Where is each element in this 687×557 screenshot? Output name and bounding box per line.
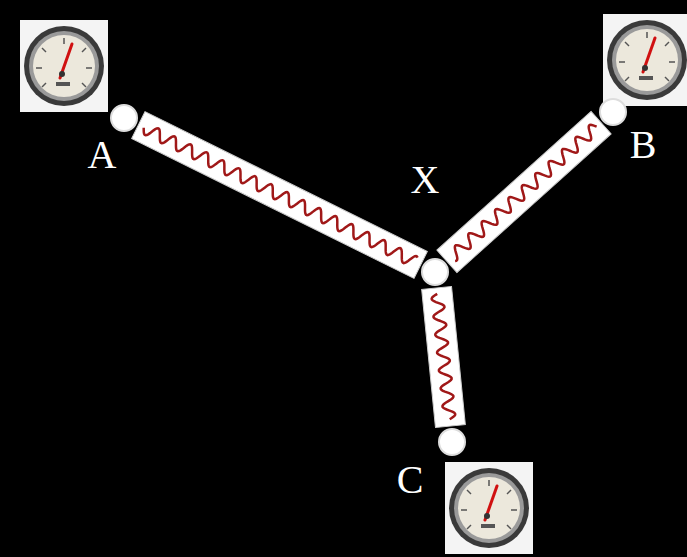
pressure-gauge	[20, 20, 108, 112]
wave-line	[448, 122, 601, 261]
pressure-gauge	[603, 14, 687, 106]
point-label: X	[411, 160, 440, 200]
pressure-gauge	[445, 462, 533, 554]
resistor-pipe	[422, 286, 466, 427]
resistor-pipe	[437, 112, 611, 273]
junction-point: C	[438, 428, 466, 456]
junction-point: B	[599, 98, 627, 126]
point-label: A	[88, 135, 117, 175]
resistor-pipe	[132, 112, 428, 279]
junction-point: A	[110, 104, 138, 132]
wave-line	[141, 122, 418, 267]
point-label: C	[397, 460, 424, 500]
junction-point: X	[421, 258, 449, 286]
wave-line	[431, 293, 455, 420]
point-label: B	[630, 125, 657, 165]
